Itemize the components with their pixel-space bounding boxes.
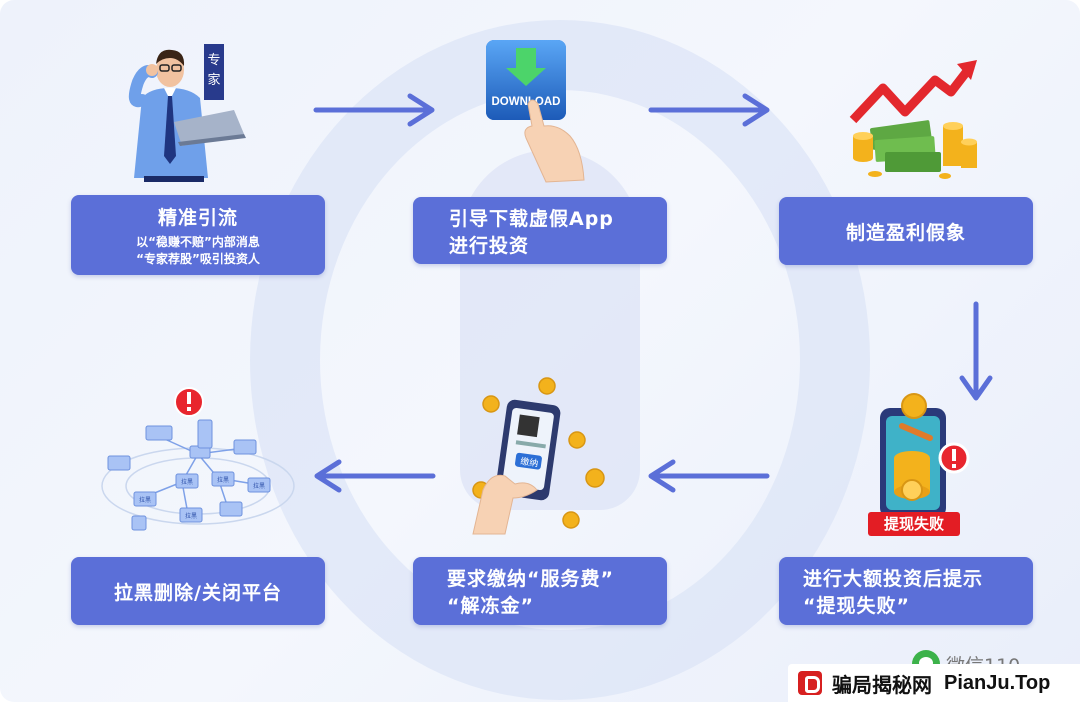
expert-tag-char-2: 家 bbox=[207, 72, 220, 88]
arrow-step2-to-step3 bbox=[648, 93, 770, 127]
step-5-box: 要求缴纳“服务费” “解冻金” bbox=[413, 557, 667, 625]
step-4-box: 进行大额投资后提示 “提现失败” bbox=[779, 557, 1033, 625]
expert-tag-bg bbox=[204, 44, 224, 100]
network-label-3: 拉黑 bbox=[217, 476, 229, 484]
arrow-step1-to-step2 bbox=[313, 93, 435, 127]
step-6-box: 拉黑删除/关闭平台 bbox=[71, 557, 325, 625]
step-2-box: 引导下载虚假App 进行投资 bbox=[413, 197, 667, 264]
site-footer: 骗局揭秘网 PianJu.Top bbox=[788, 664, 1080, 702]
arrow-step5-to-step6 bbox=[314, 459, 436, 493]
network-label-5: 拉黑 bbox=[185, 512, 197, 520]
download-illustration: DOWNLOAD bbox=[486, 40, 585, 183]
withdraw-fail-label: 提现失败 bbox=[884, 515, 944, 533]
step-1-title: 精准引流 bbox=[157, 206, 238, 229]
step-6-title: 拉黑删除/关闭平台 bbox=[114, 581, 282, 604]
step-2-title-1: 引导下载虚假App bbox=[449, 207, 614, 230]
network-label-4: 拉黑 bbox=[253, 482, 265, 490]
profit-illustration bbox=[849, 60, 977, 179]
site-name-cn: 骗局揭秘网 bbox=[832, 672, 932, 697]
step-3-box: 制造盈利假象 bbox=[779, 197, 1033, 265]
network-label-2: 拉黑 bbox=[181, 478, 193, 486]
step-4-title-1: 进行大额投资后提示 bbox=[803, 568, 984, 590]
step-2-title-2: 进行投资 bbox=[449, 234, 530, 257]
pay-fee-illustration: 缴纳 bbox=[472, 377, 605, 535]
withdraw-fail-illustration: 提现失败 bbox=[868, 393, 970, 536]
site-logo-icon bbox=[798, 671, 822, 695]
network-label-1: 拉黑 bbox=[139, 496, 151, 504]
download-label: DOWNLOAD bbox=[492, 96, 561, 108]
network-block-illustration: 拉黑 拉黑 拉黑 拉黑 拉黑 bbox=[101, 387, 295, 531]
step-1-sub-2: “专家荐股”吸引投资人 bbox=[136, 251, 260, 266]
step-1-sub-1: 以“稳赚不赔”内部消息 bbox=[136, 234, 260, 249]
pay-label: 缴纳 bbox=[520, 455, 540, 469]
step-5-title-1: 要求缴纳“服务费” bbox=[447, 568, 614, 590]
expert-tag-char-1: 专 bbox=[207, 53, 220, 68]
step-5-title-2: “解冻金” bbox=[447, 595, 534, 617]
site-name-en: PianJu.Top bbox=[944, 671, 1051, 694]
arrow-step3-to-step4 bbox=[959, 301, 993, 401]
step-1-box: 精准引流 以“稳赚不赔”内部消息 “专家荐股”吸引投资人 bbox=[71, 195, 325, 275]
step-4-title-2: “提现失败” bbox=[803, 595, 910, 617]
expert-illustration: 专 家 bbox=[128, 44, 246, 182]
arrow-step4-to-step5 bbox=[648, 459, 770, 493]
step-3-title: 制造盈利假象 bbox=[845, 221, 966, 244]
